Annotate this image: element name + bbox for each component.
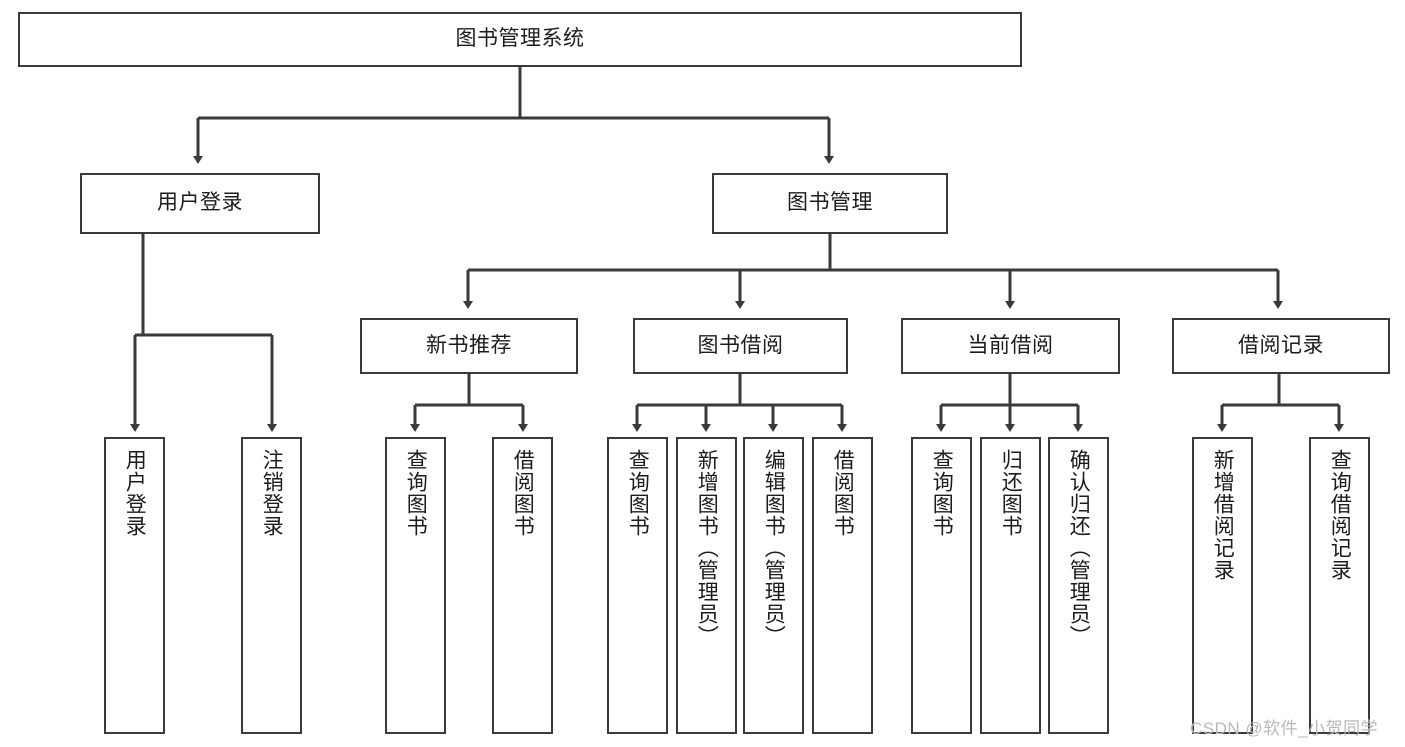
node-borrow-record[interactable]: 借阅记录 <box>1172 318 1390 374</box>
leaf-user-login-logout[interactable]: 注销登录 <box>241 437 302 734</box>
leaf-current-confirm-return-admin[interactable]: 确认归还（管理员） <box>1048 437 1109 734</box>
node-user-login-label: 用户登录 <box>157 191 243 215</box>
leaf-label: 新增图书（管理员） <box>695 449 719 647</box>
leaf-label: 借阅图书 <box>511 449 535 537</box>
leaf-label: 查询图书 <box>930 449 954 537</box>
leaf-label: 注销登录 <box>260 449 284 537</box>
leaf-current-return-book[interactable]: 归还图书 <box>980 437 1041 734</box>
leaf-label: 确认归还（管理员） <box>1067 449 1091 647</box>
node-book-management[interactable]: 图书管理 <box>712 173 948 234</box>
node-root[interactable]: 图书管理系统 <box>18 12 1022 67</box>
leaf-record-add-record[interactable]: 新增借阅记录 <box>1192 437 1253 734</box>
leaf-label: 编辑图书（管理员） <box>762 449 786 647</box>
watermark: CSDN @软件_小贺同学 <box>1190 719 1379 738</box>
leaf-label: 查询借阅记录 <box>1328 449 1352 581</box>
leaf-borrow-add-book-admin[interactable]: 新增图书（管理员） <box>676 437 737 734</box>
leaf-current-query-book[interactable]: 查询图书 <box>911 437 972 734</box>
node-new-book-recommend-label: 新书推荐 <box>426 333 512 357</box>
leaf-label: 新增借阅记录 <box>1211 449 1235 581</box>
node-new-book-recommend[interactable]: 新书推荐 <box>360 318 578 374</box>
leaf-recommend-borrow-book[interactable]: 借阅图书 <box>492 437 553 734</box>
node-book-borrow-label: 图书借阅 <box>697 333 784 357</box>
node-current-borrow[interactable]: 当前借阅 <box>901 318 1120 374</box>
node-current-borrow-label: 当前借阅 <box>967 333 1054 357</box>
node-root-label: 图书管理系统 <box>455 27 585 51</box>
leaf-recommend-query-book[interactable]: 查询图书 <box>385 437 446 734</box>
node-borrow-record-label: 借阅记录 <box>1238 333 1324 357</box>
leaf-label: 查询图书 <box>626 449 650 537</box>
leaf-borrow-query-book[interactable]: 查询图书 <box>607 437 668 734</box>
node-book-borrow[interactable]: 图书借阅 <box>633 318 848 374</box>
leaf-record-query-record[interactable]: 查询借阅记录 <box>1309 437 1370 734</box>
leaf-user-login-login[interactable]: 用户登录 <box>104 437 165 734</box>
leaf-label: 查询图书 <box>404 449 428 537</box>
leaf-label: 归还图书 <box>999 449 1023 537</box>
leaf-label: 借阅图书 <box>831 449 855 537</box>
node-book-management-label: 图书管理 <box>787 191 873 215</box>
leaf-borrow-edit-book-admin[interactable]: 编辑图书（管理员） <box>743 437 804 734</box>
leaf-label: 用户登录 <box>123 449 147 537</box>
node-user-login[interactable]: 用户登录 <box>80 173 320 234</box>
leaf-borrow-borrow-book[interactable]: 借阅图书 <box>812 437 873 734</box>
